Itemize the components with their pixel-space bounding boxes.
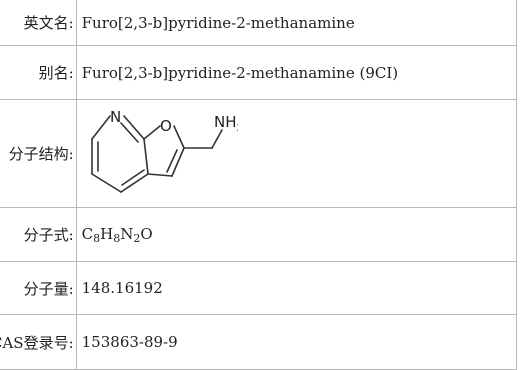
english-name-label: 英文名: <box>0 0 77 46</box>
row-english-name: 英文名: Furo[2,3-b]pyridine-2-methanamine <box>0 0 518 46</box>
nitrogen-atom-label: N <box>110 108 121 126</box>
bond <box>119 121 139 143</box>
formula-label: 分子式: <box>0 207 77 262</box>
english-name-value: Furo[2,3-b]pyridine-2-methanamine <box>75 0 518 46</box>
bond <box>119 172 149 193</box>
alias-value: Furo[2,3-b]pyridine-2-methanamine (9CI) <box>75 45 518 100</box>
bond <box>165 148 178 173</box>
bond <box>142 124 161 140</box>
bond <box>146 172 173 177</box>
bond <box>170 146 185 177</box>
amine-atom-label: NH2 <box>214 113 238 134</box>
row-weight: 分子量: 148.16192 <box>0 261 518 315</box>
row-structure: 分子结构: <box>0 99 518 208</box>
bond <box>122 114 145 140</box>
structure-cell: N O NH2 <box>75 99 518 208</box>
cas-value: 153863-89-9 <box>75 314 518 370</box>
weight-label: 分子量: <box>0 261 77 315</box>
bond <box>210 128 223 149</box>
alias-label: 别名: <box>0 45 77 100</box>
bond <box>142 137 149 175</box>
cas-label: CAS登录号: <box>0 314 77 370</box>
formula-value: C8H8N2O <box>75 207 518 262</box>
structure-label: 分子结构: <box>0 99 77 208</box>
row-formula: 分子式: C8H8N2O <box>0 207 518 262</box>
bond <box>90 172 122 193</box>
molecular-structure-image: N O NH2 <box>90 108 238 193</box>
row-cas: CAS登录号: 153863-89-9 <box>0 314 518 370</box>
bond <box>90 114 111 140</box>
weight-value: 148.16192 <box>75 261 518 315</box>
oxygen-atom-label: O <box>160 117 172 135</box>
bond <box>172 124 185 149</box>
bond <box>120 168 145 186</box>
row-alias: 别名: Furo[2,3-b]pyridine-2-methanamine (9… <box>0 45 518 100</box>
